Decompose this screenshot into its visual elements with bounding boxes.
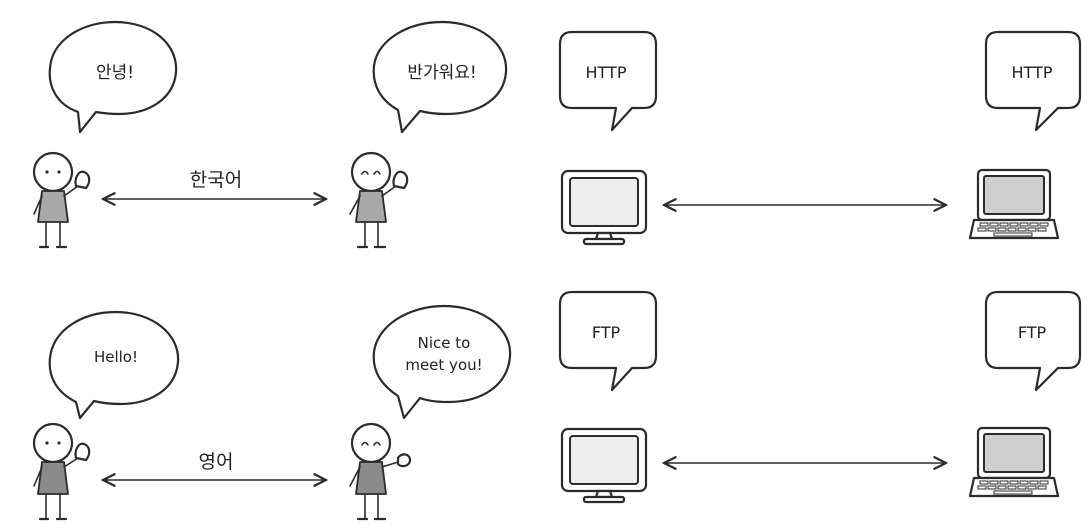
person-left-english [32, 422, 91, 521]
person-right-korean [349, 151, 409, 249]
protocol-label-right-http: HTTP [1012, 63, 1053, 82]
human-row-english: Hello! Nice to meet you! 영어 [32, 304, 512, 521]
eye-icon [45, 441, 49, 445]
speech-text-left-korean: 안녕! [96, 63, 134, 83]
protocol-label-left-http: HTTP [586, 63, 627, 82]
person-right-english [349, 422, 412, 521]
computer-row-ftp: FTP FTP [558, 290, 1082, 504]
eye-icon [57, 441, 61, 445]
speech-text-right-english-line-1: Nice to [418, 334, 471, 352]
human-row-korean: 안녕! 반가워요! 한국어 [32, 20, 508, 249]
protocol-label-left-ftp: FTP [592, 323, 621, 342]
speech-text-left-english: Hello! [94, 348, 138, 366]
computer-row-http: HTTP HTTP [558, 30, 1082, 246]
protocol-bubble-left-ftp: FTP [558, 290, 658, 392]
waving-hand-icon [74, 442, 91, 462]
language-link-korean: 한국어 [103, 169, 326, 199]
waving-hand-icon [74, 170, 91, 190]
protocol-bubble-right-ftp: FTP [984, 290, 1082, 392]
speech-bubble-right-english: Nice to meet you! [372, 304, 512, 420]
desktop-monitor-icon [560, 169, 648, 246]
waving-hand-icon [392, 170, 409, 190]
smiling-eyes-icon [361, 441, 381, 446]
desktop-monitor-icon [560, 427, 648, 504]
speech-text-right-korean: 반가워요! [407, 63, 476, 83]
speech-text-right-english-line-2: meet you! [405, 356, 482, 374]
smiling-eyes-icon [361, 170, 381, 175]
protocol-label-right-ftp: FTP [1018, 323, 1047, 342]
person-left-korean [32, 151, 91, 249]
speech-bubble-left-english: Hello! [48, 310, 180, 420]
language-link-english: 영어 [103, 451, 326, 480]
speech-bubble-right-korean: 반가워요! [372, 20, 508, 134]
protocol-bubble-left-http: HTTP [558, 30, 658, 132]
keyboard-keys [977, 480, 1049, 495]
keyboard-keys [977, 222, 1049, 237]
eye-icon [57, 170, 61, 174]
laptop-icon [968, 168, 1060, 240]
language-label-korean: 한국어 [190, 169, 242, 191]
protocol-bubble-right-http: HTTP [984, 30, 1082, 132]
waving-hand-icon [396, 453, 412, 468]
language-label-english: 영어 [199, 451, 234, 473]
eye-icon [45, 170, 49, 174]
speech-bubble-left-korean: 안녕! [48, 20, 178, 134]
laptop-icon [968, 426, 1060, 498]
